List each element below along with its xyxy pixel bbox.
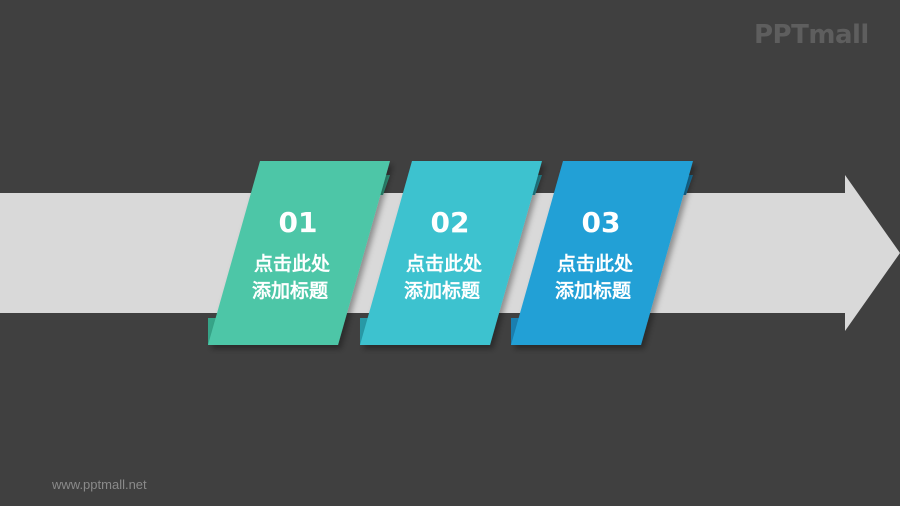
card-2-title-line2: 添加标题 xyxy=(404,279,480,302)
brand-logo: PPTmall xyxy=(754,20,869,50)
website-url[interactable]: www.pptmall.net xyxy=(52,477,147,492)
step-card-1[interactable]: 01 点击此处 添加标题 xyxy=(208,161,390,345)
card-2-title-line1: 点击此处 xyxy=(406,252,483,275)
card-3-title-line1: 点击此处 xyxy=(557,252,634,275)
card-3-title-line2: 添加标题 xyxy=(555,279,631,302)
card-2-shape xyxy=(360,161,542,345)
card-1-number: 01 xyxy=(279,206,318,239)
card-1-title-line2: 添加标题 xyxy=(252,279,328,302)
step-card-2[interactable]: 02 点击此处 添加标题 xyxy=(360,161,542,345)
card-3-number: 03 xyxy=(582,206,621,239)
card-3-shape xyxy=(511,161,693,345)
card-2-number: 02 xyxy=(431,206,470,239)
card-1-title-line1: 点击此处 xyxy=(254,252,331,275)
card-1-shape xyxy=(208,161,390,345)
step-card-3[interactable]: 03 点击此处 添加标题 xyxy=(511,161,693,345)
